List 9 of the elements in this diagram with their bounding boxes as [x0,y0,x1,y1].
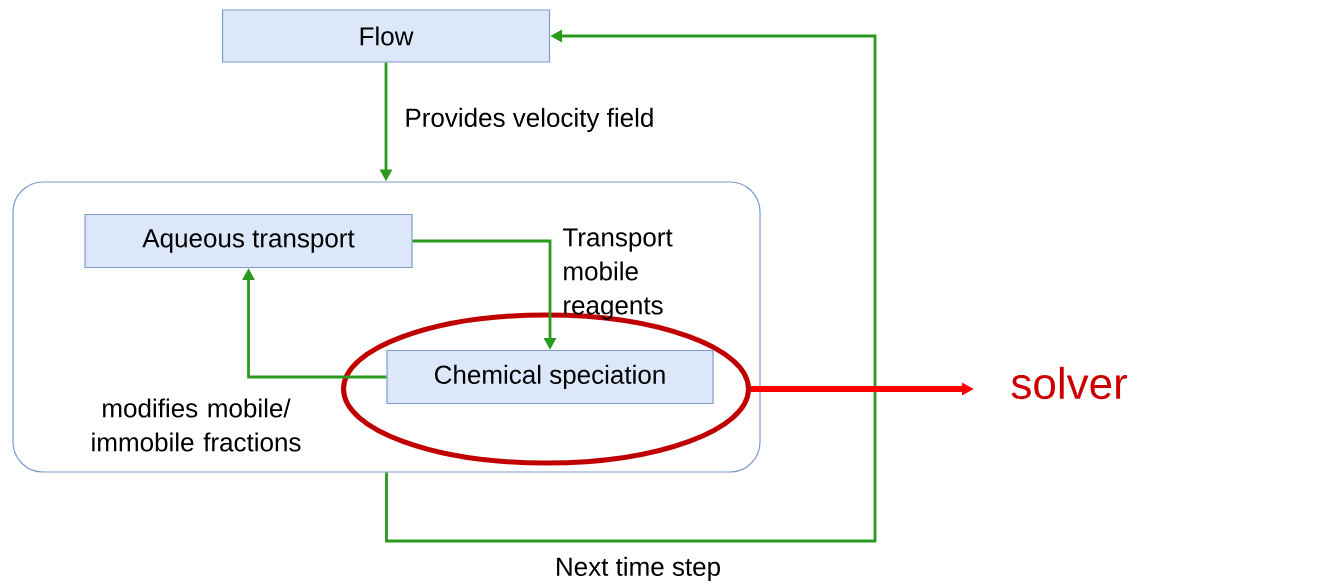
process-box: Flow [221,9,551,63]
process-box: Aqueous transport [84,213,413,269]
edge-label: Transport mobile reagents [563,228,673,320]
edge-label: Provides velocity field [406,107,653,133]
container-box [12,181,761,473]
callout-text: solver [1011,366,1128,400]
process-box: Chemical speciation [386,349,714,405]
edge-label: modifies mobile/ immobile fractions [92,398,301,452]
edge-label: Next time step [557,556,720,582]
